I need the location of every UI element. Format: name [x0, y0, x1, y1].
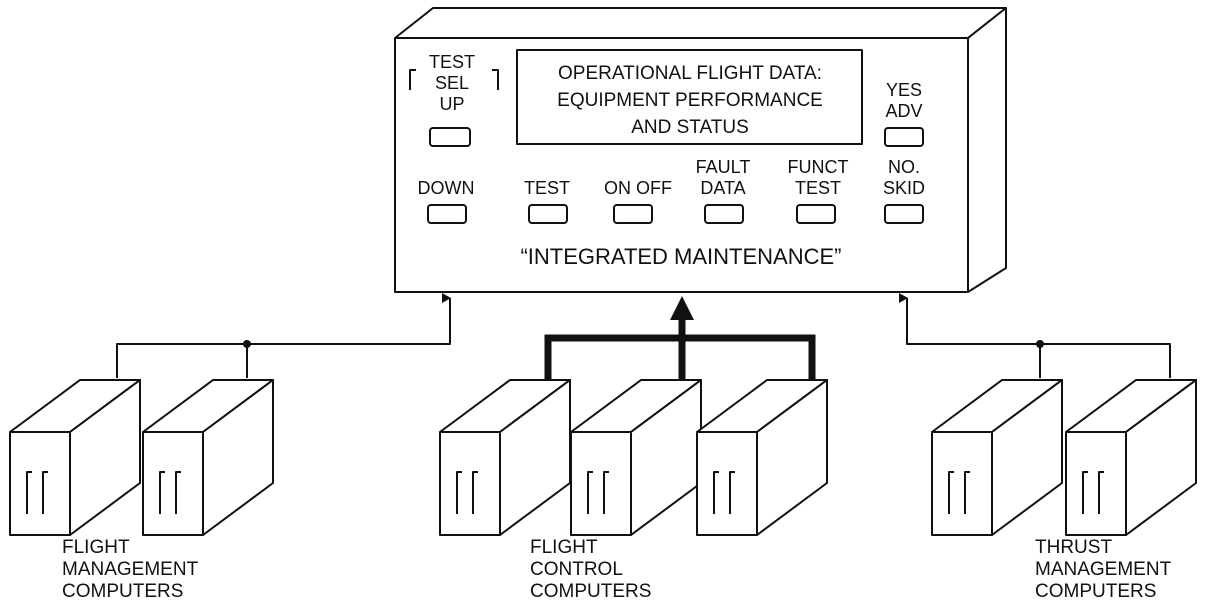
funct-test-label-1: FUNCT — [788, 157, 849, 177]
display-screen — [516, 49, 863, 145]
funct-test-label-2: TEST — [795, 178, 841, 198]
fcc-unit-3 — [696, 379, 828, 536]
fcc-label-3: COMPUTERS — [530, 581, 651, 602]
computer-front-face — [1065, 431, 1127, 536]
computer-handle-left — [587, 471, 593, 514]
computer-handle-right — [603, 471, 609, 514]
panel-title: “INTEGRATED MAINTENANCE” — [520, 244, 841, 269]
panel-front-face — [394, 37, 969, 293]
panel-top-face — [394, 7, 1007, 39]
fault-data-button[interactable] — [704, 204, 744, 224]
computer-handle-right — [175, 471, 181, 514]
computer-handle-right — [42, 471, 48, 514]
fmc-label-2: MANAGEMENT — [62, 559, 199, 580]
yes-adv-label-2: ADV — [885, 101, 922, 121]
yes-adv-button[interactable] — [884, 127, 924, 147]
test-sel-up-button[interactable] — [429, 127, 471, 147]
computer-handle-left — [456, 471, 462, 514]
computer-handle-left — [713, 471, 719, 514]
test-sel-up-label-3: UP — [439, 94, 464, 114]
computer-front-face — [142, 431, 204, 536]
computer-front-face — [9, 431, 71, 536]
yes-adv-label-1: YES — [886, 80, 922, 100]
tmc-bus-line — [899, 293, 1171, 378]
computer-handle-left — [26, 471, 32, 514]
display-line-3: AND STATUS — [631, 117, 749, 138]
no-skid-label-2: SKID — [883, 178, 925, 198]
fmc-unit-2 — [142, 379, 274, 536]
fcc-label-2: CONTROL — [530, 559, 623, 580]
down-label: DOWN — [418, 178, 475, 198]
fmc-bus-line — [116, 293, 451, 378]
tmc-label-2: MANAGEMENT — [1035, 559, 1172, 580]
fmc-unit-1 — [9, 379, 141, 536]
tmc-unit-2 — [1065, 379, 1197, 536]
fcc-label-1: FLIGHT — [530, 537, 598, 558]
bracket-left — [409, 69, 416, 90]
panel-side-face — [967, 7, 1007, 293]
computer-handle-right — [729, 471, 735, 514]
no-skid-label-1: NO. — [888, 157, 920, 177]
computer-front-face — [439, 431, 501, 536]
test-sel-up-label-1: TEST — [429, 52, 475, 72]
group-labels: FLIGHT MANAGEMENT COMPUTERS FLIGHT CONTR… — [62, 537, 1172, 602]
test-label: TEST — [524, 178, 570, 198]
fcc-arrowhead — [670, 296, 694, 320]
computer-handle-left — [948, 471, 954, 514]
on-off-label: ON OFF — [604, 178, 672, 198]
computer-handle-right — [964, 471, 970, 514]
computer-handle-left — [1082, 471, 1088, 514]
fmc-label-1: FLIGHT — [62, 537, 130, 558]
tmc-unit-1 — [931, 379, 1063, 536]
connections — [116, 293, 1171, 380]
display-line-1: OPERATIONAL FLIGHT DATA: — [558, 63, 822, 84]
tmc-label-3: COMPUTERS — [1035, 581, 1156, 602]
computer-handle-left — [159, 471, 165, 514]
computer-front-face — [931, 431, 993, 536]
on-off-button[interactable] — [613, 204, 653, 224]
fcc-unit-2 — [570, 379, 702, 536]
funct-test-button[interactable] — [796, 204, 836, 224]
tmc-junction-dot — [1036, 340, 1044, 348]
no-skid-button[interactable] — [884, 204, 924, 224]
fmc-junction-dot — [243, 340, 251, 348]
control-panel: OPERATIONAL FLIGHT DATA: EQUIPMENT PERFO… — [394, 7, 1007, 293]
bracket-right — [492, 69, 499, 90]
fault-data-label-2: DATA — [700, 178, 745, 198]
tmc-label-1: THRUST — [1035, 537, 1112, 558]
computer-handle-right — [472, 471, 478, 514]
computer-front-face — [570, 431, 632, 536]
computer-handle-right — [1098, 471, 1104, 514]
down-button[interactable] — [427, 204, 467, 224]
fmc-label-3: COMPUTERS — [62, 581, 183, 602]
test-button[interactable] — [528, 204, 568, 224]
computer-front-face — [696, 431, 758, 536]
fcc-unit-1 — [439, 379, 571, 536]
fault-data-label-1: FAULT — [696, 157, 751, 177]
test-sel-up-label-2: SEL — [435, 73, 469, 93]
computer-units — [9, 379, 1197, 536]
display-line-2: EQUIPMENT PERFORMANCE — [557, 90, 823, 111]
